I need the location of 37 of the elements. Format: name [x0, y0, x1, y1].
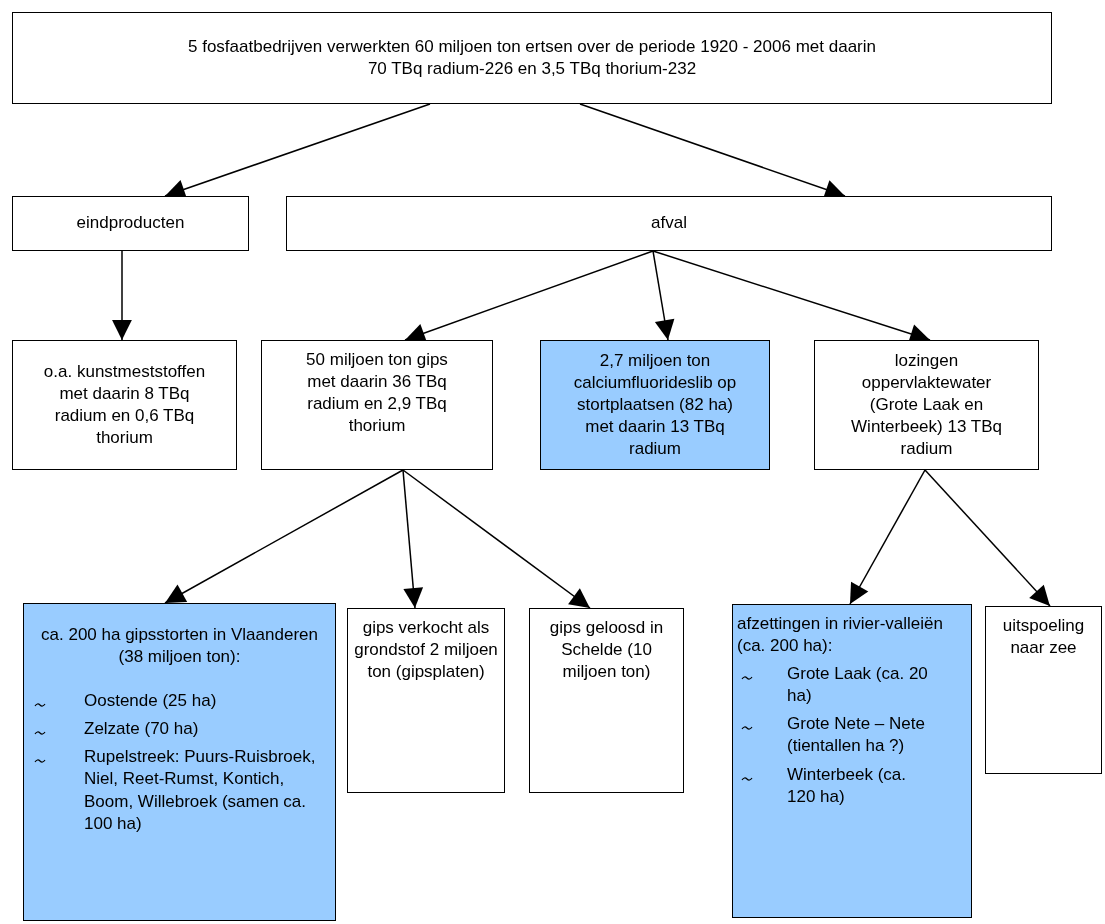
arrow — [164, 469, 404, 604]
process-box — [814, 340, 1039, 470]
box-text: gips geloosd in Schelde (10 miljoen ton) — [548, 617, 665, 684]
box-text: lozingen oppervlaktewater (Grote Laak en Winterbeek) 13 TBq radium — [850, 349, 1003, 461]
process-box — [261, 340, 493, 470]
arrow — [112, 250, 132, 341]
box-text: 5 fosfaatbedrijven verwerkten 60 miljoen ton ertsen over de periode 1920 - 2006 met daarin 70 TBq radium-226 en 3,5 TBq thorium-232 — [187, 35, 877, 80]
box-text: 50 miljoen ton gips met daarin 36 TBq radium en 2,9 TBq thorium — [305, 349, 449, 438]
arrow — [652, 250, 675, 341]
box-text: ca. 200 ha gipsstorten in Vlaanderen (38 miljoen ton): — [40, 624, 319, 669]
highlighted-box — [732, 604, 972, 918]
arrow — [402, 469, 424, 609]
process-box — [347, 608, 505, 793]
box-text: uitspoeling naar zee — [1001, 615, 1086, 660]
highlighted-box — [540, 340, 770, 470]
box-text: afzettingen in rivier-valleiën (ca. 200 ha): — [737, 613, 944, 658]
highlighted-box — [23, 603, 336, 921]
process-box — [286, 196, 1052, 251]
box-text: eindproducten — [75, 212, 186, 235]
list-item: Rupelstreek: Puurs-Ruisbroek, Niel, Reet-Rumst, Kontich, Boom, Willebroek (samen ca. 100 ha) — [84, 746, 317, 835]
list-item: Oostende (25 ha) — [84, 690, 218, 713]
box-text: gips verkocht als grondstof 2 miljoen ton (gipsplaten) — [353, 617, 499, 684]
arrow — [924, 469, 1051, 607]
list-item: Grote Laak (ca. 20 ha) — [787, 663, 929, 708]
arrow — [849, 469, 926, 605]
process-box — [12, 12, 1052, 104]
list-item: Grote Nete – Nete (tientallen ha ?) — [787, 713, 926, 758]
arrow — [402, 469, 591, 609]
list-item: Winterbeek (ca. 120 ha) — [787, 763, 908, 808]
list-item: Zelzate (70 ha) — [84, 718, 200, 741]
box-text: afval — [650, 212, 688, 235]
process-box — [12, 196, 249, 251]
process-box — [985, 606, 1102, 774]
process-box — [529, 608, 684, 793]
box-text: o.a. kunstmeststoffen met daarin 8 TBq radium en 0,6 TBq thorium — [43, 360, 206, 450]
process-box — [12, 340, 237, 470]
box-text: 2,7 miljoen ton calciumfluorideslib op stortplaatsen (82 ha) met daarin 13 TBq radium — [572, 349, 738, 461]
